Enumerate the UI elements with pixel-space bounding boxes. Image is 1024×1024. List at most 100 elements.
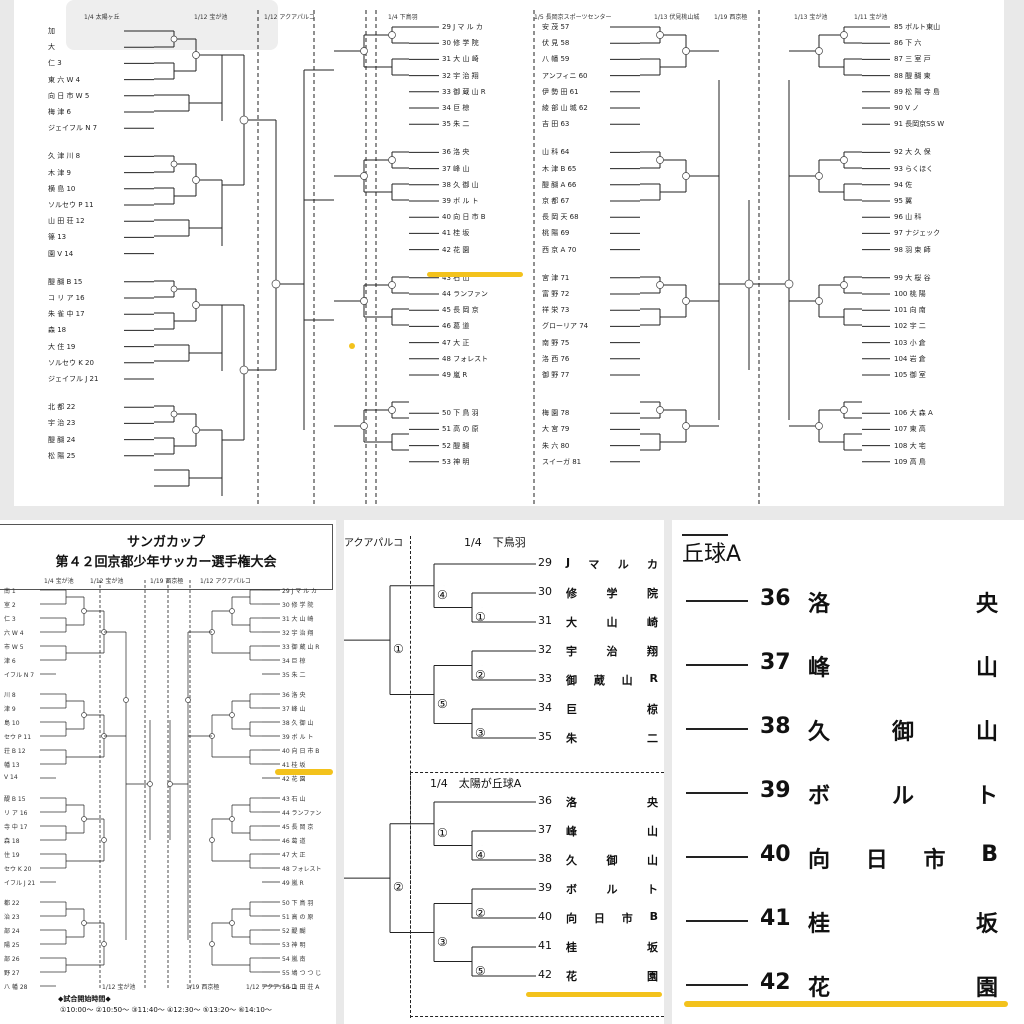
match-circle xyxy=(388,31,396,39)
match-circle xyxy=(388,406,396,414)
team-entry: 109 高 鳥 xyxy=(894,457,926,466)
team-entry: 京 都 67 xyxy=(542,197,570,205)
match-number: ④ xyxy=(475,847,486,862)
team-line xyxy=(686,856,748,858)
zoom-dashed-group-left xyxy=(410,772,411,1018)
team-entry: 50 下 鳥 羽 xyxy=(442,409,479,418)
team-name-char: 園 xyxy=(647,970,658,983)
team-entry: 桃 陽 69 xyxy=(542,229,570,238)
team-entry: 31 大 山 崎 xyxy=(442,55,479,64)
flyer-left-entry: 住 19 xyxy=(4,852,20,859)
team-entry: 祥 栄 73 xyxy=(542,306,570,315)
match-circle xyxy=(229,920,235,926)
team-entry: ジェイフル N 7 xyxy=(48,124,98,133)
team-entry: 105 御 室 xyxy=(894,371,926,379)
big-highlight xyxy=(684,1001,1008,1007)
big-header: 丘球A xyxy=(682,542,742,567)
team-name-char: 峰 xyxy=(808,656,831,681)
flyer-right-entry: 46 葛 道 xyxy=(282,838,306,845)
flyer-left-entry: セウ P 11 xyxy=(4,734,32,741)
team-name-char: 大 xyxy=(566,616,577,629)
team-name-char: 坂 xyxy=(647,941,658,954)
flyer-left-entry: リ ア 16 xyxy=(4,810,28,817)
flyer-schedule: ①10:00～ ②10:50～ ③11:40～ ④12:30～ ⑤13:20～ … xyxy=(60,1006,272,1014)
flyer-left-entry: 仁 3 xyxy=(4,616,16,623)
venue-header: 1/11 宝が池 xyxy=(854,14,888,21)
team-entry: 吉 田 63 xyxy=(542,120,570,129)
match-number: ② xyxy=(475,905,486,920)
team-number: 36 xyxy=(538,794,552,807)
venue-header: 1/12 アクアパルコ xyxy=(264,14,315,21)
team-entry: 園 V 14 xyxy=(48,249,74,258)
venue-header: 1/12 宝が池 xyxy=(194,14,228,21)
flyer-schedule-label: ◆試合開始時間◆ xyxy=(58,995,111,1003)
team-entry: 梅 津 6 xyxy=(48,108,71,116)
team-number: 41 xyxy=(760,906,791,931)
match-circle xyxy=(815,47,823,55)
team-entry: 95 翼 xyxy=(894,197,913,205)
match-number: ⑤ xyxy=(437,696,448,711)
team-name-char: ル xyxy=(891,784,914,809)
team-entry: 長 岡 天 68 xyxy=(542,213,579,222)
match-circle xyxy=(167,781,173,787)
match-circle xyxy=(192,51,200,59)
team-number: 40 xyxy=(538,910,552,923)
team-entry: 醍 醐 A 66 xyxy=(542,180,577,189)
team-entry: 32 宇 治 翔 xyxy=(442,71,479,80)
team-number: 29 xyxy=(538,556,552,569)
team-entry: 93 らくほく xyxy=(894,164,934,173)
flyer-left-entry: 部 26 xyxy=(4,956,20,963)
flyer-left-entry: 津 6 xyxy=(4,658,16,665)
flyer-right-entry: 30 修 学 院 xyxy=(282,602,314,609)
match-circle xyxy=(360,422,368,430)
team-name-char: ル xyxy=(617,558,629,571)
team-entry: 44 ランファン xyxy=(442,290,488,298)
flyer-right-entry: 45 長 岡 京 xyxy=(282,824,314,831)
team-entry: 107 東 高 xyxy=(894,425,926,434)
team-entry: 96 山 科 xyxy=(894,213,922,222)
match-circle xyxy=(682,172,690,180)
zoom-bracket-lines xyxy=(344,563,536,977)
team-entry: 篠 13 xyxy=(48,233,67,242)
team-name-char: 園 xyxy=(975,976,998,1001)
flyer-left-entry: 都 22 xyxy=(4,900,20,907)
team-name-char: 椋 xyxy=(647,703,658,716)
match-circle xyxy=(656,156,664,164)
team-name-char: 御 xyxy=(566,674,577,687)
team-entry: 97 ナジェック xyxy=(894,229,941,238)
team-entry: 45 長 岡 京 xyxy=(442,306,479,315)
match-circle xyxy=(81,920,87,926)
flyer-right-entry: 55 鳩 つ つ じ xyxy=(282,970,322,977)
team-entry: 宇 治 23 xyxy=(48,419,76,428)
team-name-char: 御 xyxy=(606,854,618,867)
team-name-char: 御 xyxy=(891,720,914,745)
team-name-char: B xyxy=(649,910,658,923)
team-entry: 106 大 森 A xyxy=(894,409,933,418)
big-header-overline xyxy=(682,534,728,536)
flyer-right-entry: 38 久 御 山 xyxy=(282,720,314,727)
match-circle xyxy=(229,816,235,822)
team-entry: 大 xyxy=(48,43,55,52)
flyer-right-entry: 31 大 山 崎 xyxy=(282,616,314,623)
flyer-right-entry: 33 御 蔵 山 R xyxy=(282,644,320,651)
match-circle xyxy=(81,816,87,822)
match-circle xyxy=(815,422,823,430)
flyer-left-entry: 陽 25 xyxy=(4,942,20,949)
match-circle xyxy=(744,279,754,289)
team-name-char: カ xyxy=(646,558,658,571)
team-entry: 久 津 川 8 xyxy=(48,152,81,161)
flyer-date-header: 1/19 西京極 xyxy=(150,578,184,585)
team-entry: 綾 部 山 城 62 xyxy=(542,104,588,112)
team-entry: ソルセウ K 20 xyxy=(48,358,94,367)
flyer-left-entry: 島 10 xyxy=(4,720,20,727)
team-line xyxy=(686,792,748,794)
flyer-right-entry: 32 宇 治 翔 xyxy=(282,630,314,637)
team-entry: 43 石 山 xyxy=(442,273,470,282)
flyer-right-entry: 52 醍 醐 xyxy=(282,928,306,935)
match-circle xyxy=(840,31,848,39)
venue-header: 1/19 西京極 xyxy=(714,14,748,21)
team-entry: 46 葛 道 xyxy=(442,322,470,331)
team-entry: 104 岩 倉 xyxy=(894,354,926,363)
team-name-char: 修 xyxy=(566,587,577,600)
